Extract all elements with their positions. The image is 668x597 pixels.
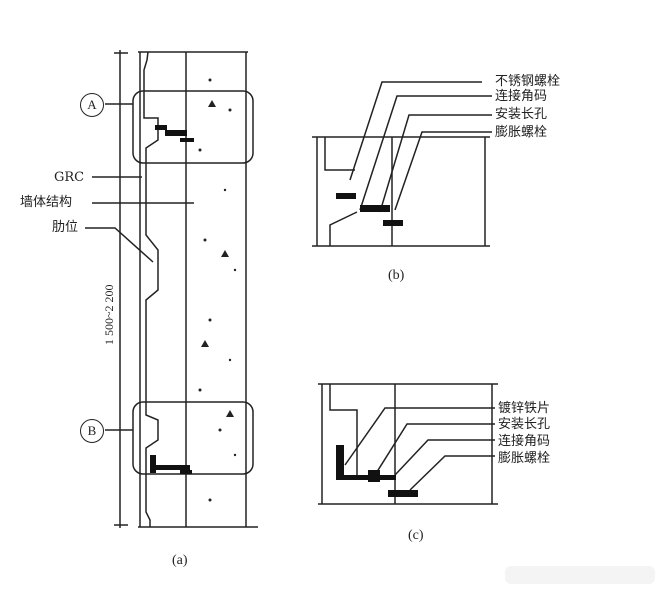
detail-box-b: [132, 401, 254, 475]
watermark: [505, 566, 655, 584]
caption-c: (c): [408, 528, 424, 543]
label-grc: GRC: [54, 170, 85, 185]
label-b-stainless-bolt: 不锈钢螺栓: [495, 74, 561, 89]
figure-b-drawing: [312, 81, 492, 247]
caption-b: (b): [388, 268, 405, 283]
label-c-slot-hole: 安装长孔: [498, 417, 551, 432]
label-wall-structure: 墙体结构: [20, 195, 73, 210]
detail-marker-a: A: [80, 93, 104, 117]
figure-c-bolts: [336, 445, 418, 497]
figure-a-bolts: [150, 125, 194, 474]
label-b-expansion-bolt: 膨胀螺栓: [495, 125, 548, 140]
label-c-angle-bracket: 连接角码: [498, 434, 551, 449]
figure-c-drawing: [318, 383, 498, 505]
label-rib-position: 肋位: [52, 220, 79, 235]
label-b-slot-hole: 安装长孔: [495, 107, 548, 122]
label-b-angle-bracket: 连接角码: [495, 89, 548, 104]
dimension-label: 1 500~2 200: [102, 284, 116, 346]
figure-a-drawing: [85, 50, 258, 528]
detail-marker-b: B: [80, 419, 104, 443]
concrete-aggregate: [198, 78, 237, 502]
label-c-galvanized-plate: 镀锌铁片: [498, 401, 551, 416]
caption-a: (a): [172, 553, 188, 568]
label-c-expansion-bolt: 膨胀螺栓: [498, 451, 551, 466]
detail-box-a: [132, 90, 254, 164]
figure-b-bolts: [336, 193, 403, 226]
